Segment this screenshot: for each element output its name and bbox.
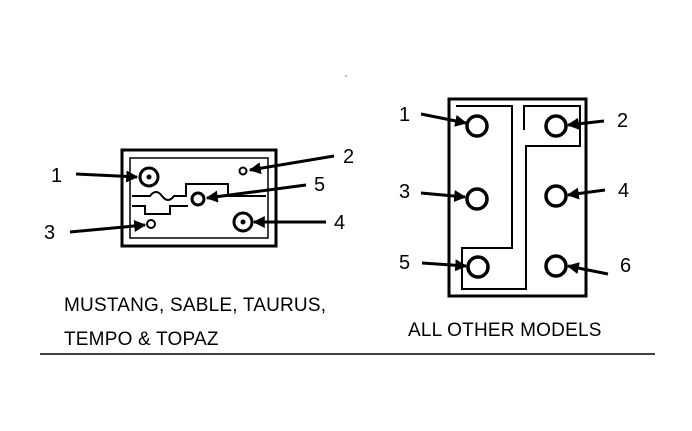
right-arrow-1 — [420, 112, 468, 127]
left-label-2: 2 — [343, 146, 354, 168]
right-arrow-2 — [566, 117, 605, 130]
right-relay-pin-4 — [544, 184, 568, 208]
right-label-6: 6 — [620, 255, 631, 277]
left-relay-caption-line1: MUSTANG, SABLE, TAURUS, — [64, 295, 327, 316]
left-label-5: 5 — [314, 174, 325, 196]
left-relay-pin-3 — [146, 219, 156, 229]
right-relay-outer-body — [447, 97, 588, 298]
right-relay-pin-2 — [544, 114, 568, 138]
left-relay-caption-line2: TEMPO & TOPAZ — [64, 329, 219, 350]
left-relay-pin-4-center — [240, 219, 246, 225]
left-relay-pin-2 — [238, 166, 248, 176]
right-relay-pin-1 — [465, 114, 489, 138]
left-arrow-5 — [205, 183, 307, 203]
left-label-3: 3 — [44, 222, 55, 244]
right-relay-trace — [456, 105, 581, 290]
left-relay-outer-body — [120, 148, 278, 248]
left-arrow-2 — [248, 154, 335, 175]
left-label-4: 4 — [334, 212, 345, 234]
right-label-4: 4 — [618, 180, 629, 202]
left-arrow-1 — [75, 170, 139, 183]
right-relay-caption: ALL OTHER MODELS — [408, 320, 602, 341]
right-relay-pin-6 — [544, 254, 568, 278]
left-relay-pin-5 — [190, 191, 206, 207]
right-arrow-3 — [420, 190, 467, 202]
right-label-1: 1 — [399, 104, 410, 126]
right-relay-pin-3 — [465, 187, 489, 211]
right-relay-pin-5 — [466, 255, 490, 279]
right-arrow-5 — [421, 259, 468, 272]
right-arrow-6 — [566, 262, 609, 276]
left-relay-trace — [132, 183, 266, 201]
left-label-1: 1 — [51, 165, 62, 187]
left-relay-inner-outline — [129, 157, 269, 239]
left-relay-trace-lower — [132, 205, 188, 215]
scan-speck — [345, 75, 347, 77]
left-arrow-3 — [69, 220, 147, 234]
right-label-2: 2 — [617, 110, 628, 132]
left-relay: 1 2 5 3 4 — [44, 146, 354, 248]
right-arrow-4 — [566, 187, 606, 200]
left-relay-pin-1-center — [146, 174, 152, 180]
right-label-3: 3 — [399, 181, 410, 203]
right-label-5: 5 — [399, 252, 410, 274]
right-relay: 1 2 3 4 5 6 — [399, 97, 631, 298]
